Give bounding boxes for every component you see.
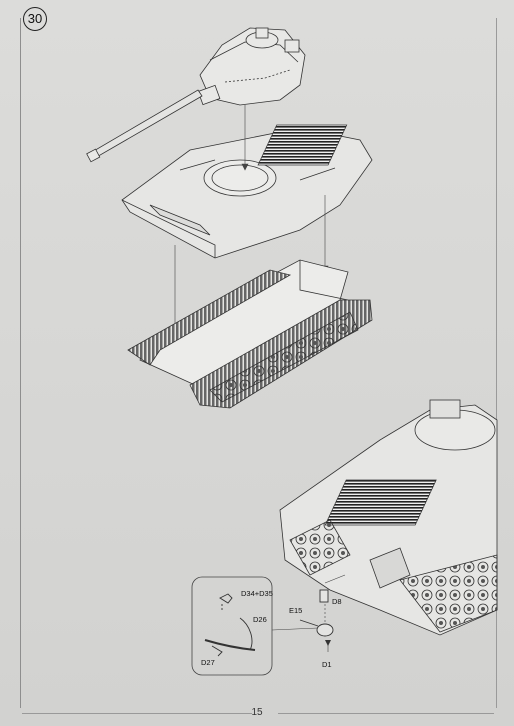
lower-hull-drawing bbox=[127, 259, 373, 409]
detail-hull-drawing bbox=[279, 399, 498, 636]
footer-rule-left bbox=[22, 713, 252, 714]
callout-e15: E15 bbox=[289, 606, 302, 615]
subassembly-box bbox=[191, 574, 346, 676]
turret-drawing bbox=[86, 27, 306, 163]
callout-d8: D8 bbox=[332, 597, 342, 606]
page-left-border bbox=[20, 18, 21, 708]
callout-d26: D26 bbox=[253, 615, 267, 624]
step-number-badge: 30 bbox=[23, 7, 47, 31]
callout-d27: D27 bbox=[201, 658, 215, 667]
upper-hull-drawing bbox=[121, 124, 373, 259]
footer-rule-right bbox=[278, 713, 494, 714]
page-number: 15 bbox=[251, 707, 263, 718]
callout-d1: D1 bbox=[322, 660, 332, 669]
callout-d34-d35: D34+D35 bbox=[241, 589, 273, 598]
page-right-border bbox=[496, 18, 497, 708]
